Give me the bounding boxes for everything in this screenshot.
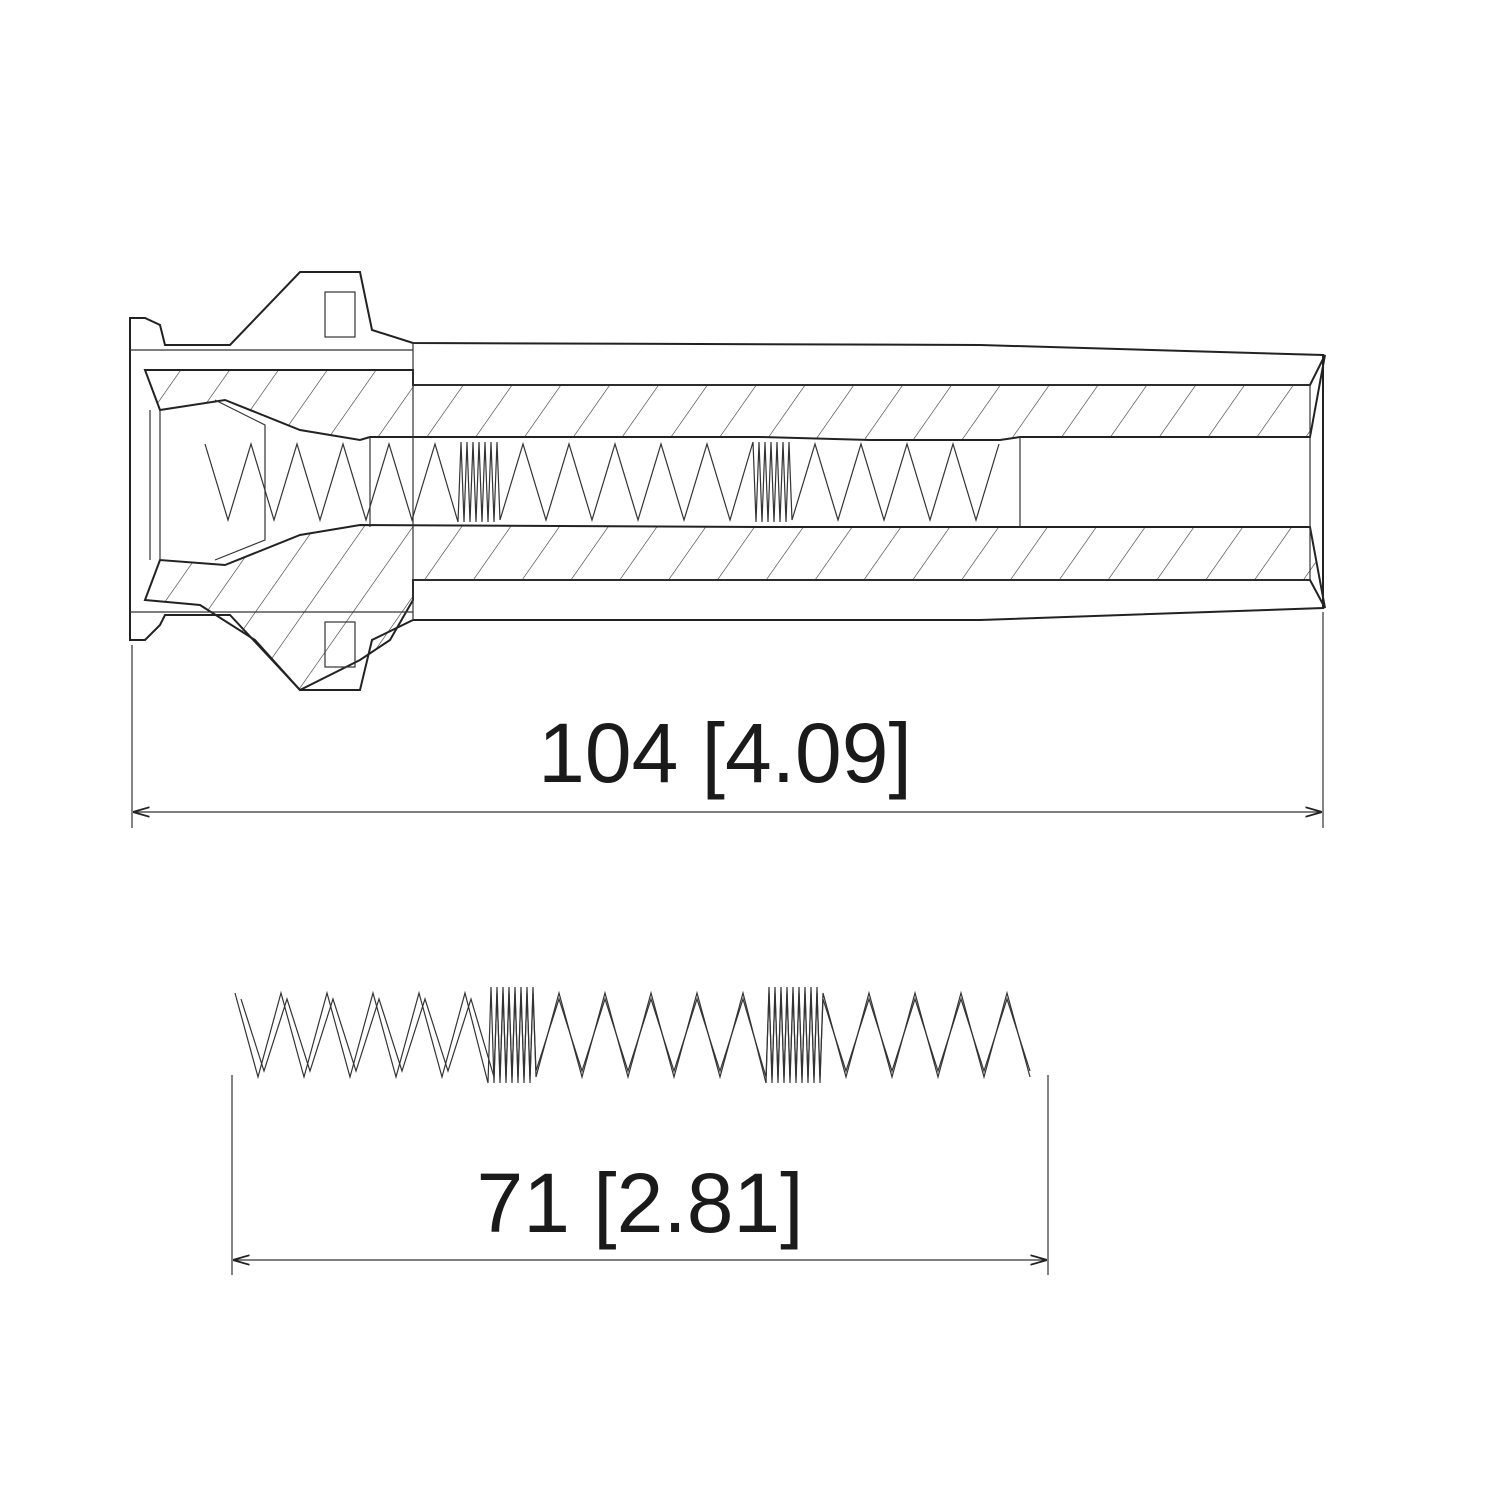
assembly-dimension: 104 [4.09] — [131, 612, 1324, 828]
boot-cross-section — [129, 271, 1326, 692]
upper-wall-section — [143, 354, 1326, 442]
spring-inner-line — [240, 992, 1031, 1078]
outer-outline — [129, 271, 1324, 691]
internal-spring — [204, 441, 1000, 523]
dimension-label-104: 104 [4.09] — [538, 706, 912, 800]
spring — [234, 986, 1031, 1084]
spring-detail — [234, 986, 1031, 1084]
lower-wall-section — [143, 523, 1326, 692]
spring-dimension: 71 [2.81] — [231, 1075, 1049, 1275]
dimension-label-71: 71 [2.81] — [477, 1156, 804, 1250]
